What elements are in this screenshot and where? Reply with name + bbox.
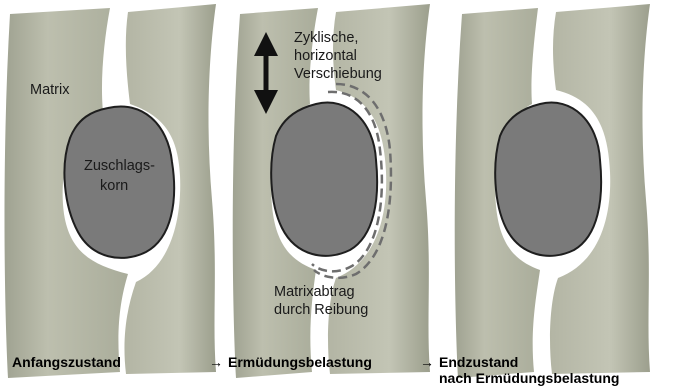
- panel-final: [455, 4, 650, 378]
- caption-final-line2: nach Ermüdungsbelastung: [439, 370, 619, 386]
- caption-fatigue: Ermüdungsbelastung: [228, 354, 372, 370]
- motion-label-line3: Verschiebung: [294, 66, 382, 82]
- aggregate-grain: [495, 103, 601, 256]
- aggregate-label-line1: Zuschlags-: [84, 158, 155, 174]
- motion-label-line1: Zyklische,: [294, 30, 358, 46]
- motion-label-line2: horizontal: [294, 48, 357, 64]
- caption-final-line1: Endzustand: [439, 354, 518, 370]
- arrow-right-icon: →: [420, 354, 434, 370]
- aggregate-grain: [271, 103, 377, 256]
- abrasion-label-line1: Matrixabtrag: [274, 284, 355, 300]
- abrasion-label-line2: durch Reibung: [274, 302, 368, 318]
- matrix-label: Matrix: [30, 82, 70, 98]
- aggregate-label-line2: korn: [100, 178, 128, 194]
- caption-initial: Anfangszustand: [12, 354, 121, 370]
- arrow-right-icon: →: [209, 354, 223, 370]
